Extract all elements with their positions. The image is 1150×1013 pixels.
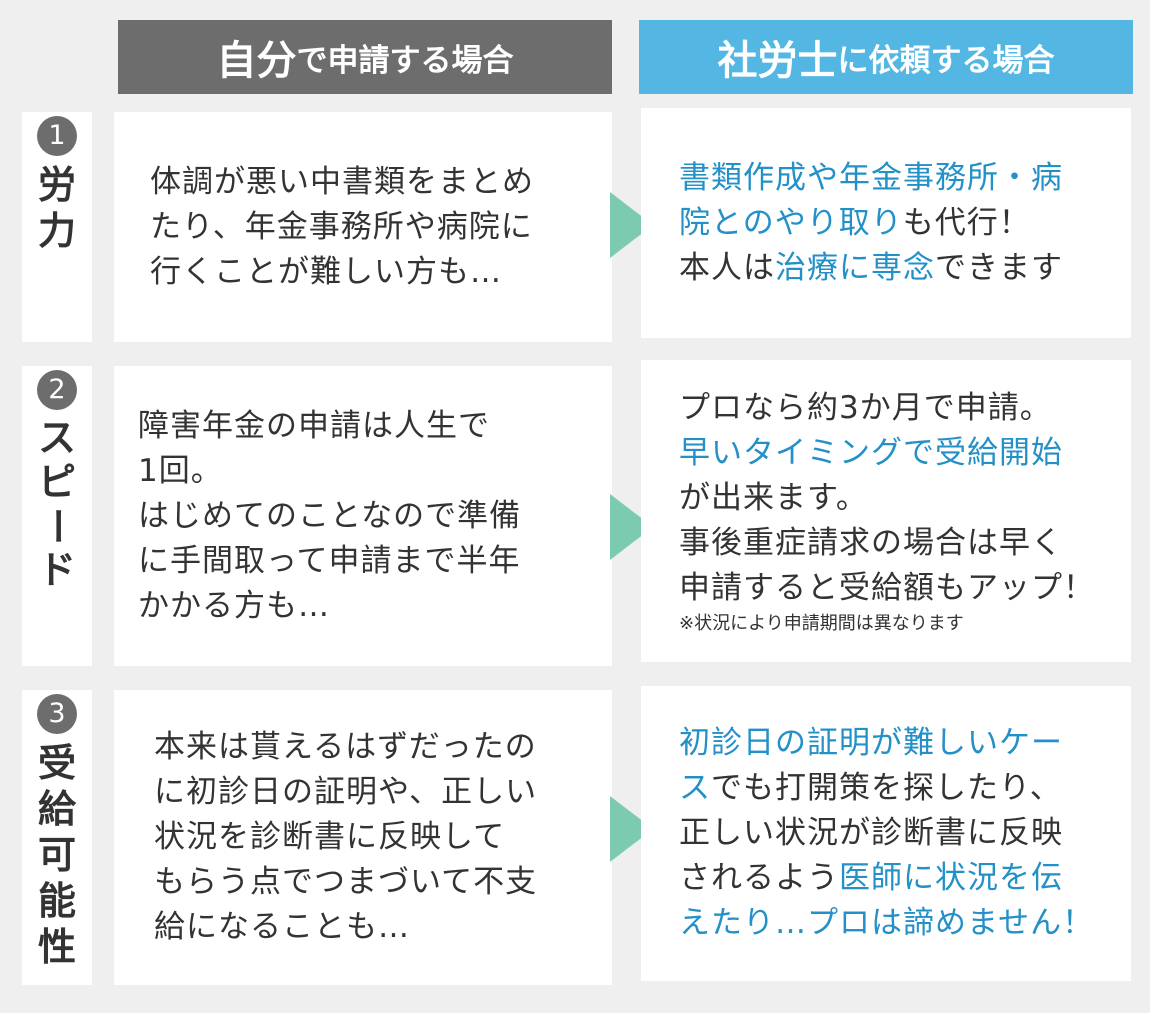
row-1-label-char: 労 <box>37 163 76 207</box>
row-3-sr-line: 初診日の証明が難しいケー <box>679 725 1063 761</box>
row-2-self-box: 障害年金の申請は人生で 1回。 はじめてのことなので準備 に手間取って申請まで半… <box>114 366 612 666</box>
row-3-label-char: 能 <box>37 879 76 923</box>
row-3-label-char: 給 <box>37 787 76 831</box>
row-2-label-char: ス <box>37 416 76 460</box>
row-1-self-line: 体調が悪い中書類をまとめ <box>150 163 534 200</box>
row-3-self-line: 給になることも… <box>154 909 410 945</box>
row-1-self-line: たり、年金事務所や病院に <box>150 208 533 245</box>
row-1-number-badge: 1 <box>37 116 77 156</box>
row-1-self-box: 体調が悪い中書類をまとめ たり、年金事務所や病院に 行くことが難しい方も… <box>114 112 612 342</box>
header-sr-small: に依頼する場合 <box>837 42 1055 79</box>
row-1-sr-line: 書類作成や年金事務所・病 <box>679 159 1063 196</box>
row-1-self-line: 行くことが難しい方も… <box>150 253 502 290</box>
row-2-sr-note: ※状況により申請期間は異なります <box>679 612 964 634</box>
row-2-sr-line: 申請すると受給額もアップ！ <box>679 569 1095 606</box>
row-3-label-char: 受 <box>37 741 76 785</box>
row-1-label-char: 力 <box>37 209 76 253</box>
row-2-label-char: ド <box>37 548 76 592</box>
row-3-sharoushi-box: 初診日の証明が難しいケー スでも打開策を探したり、 正しい状況が診断書に反映 さ… <box>641 686 1131 981</box>
row-1-sr-line: 本人は治療に専念できます <box>679 249 1063 286</box>
row-2-label-char: ピ <box>37 460 76 504</box>
row-2-self-line: 1回。 <box>138 452 223 489</box>
row-2-self-line: はじめてのことなので準備 <box>138 497 522 534</box>
header-sr-big: 社労士 <box>717 38 838 84</box>
row-3-self-line: に初診日の証明や、正しい <box>154 774 538 810</box>
row-3-sr-line: えたり…プロは諦めません！ <box>679 905 1095 941</box>
row-2-label-char: ー <box>34 506 79 546</box>
header-sharoushi-request: 社労士に依頼する場合 <box>639 20 1133 94</box>
row-3-number-badge: 3 <box>37 694 77 734</box>
row-2-sr-line: プロなら約3か月で申請。 <box>679 389 1052 426</box>
row-3-sr-line: スでも打開策を探したり、 <box>679 770 1062 806</box>
row-3-label: 受 給 可 能 性 <box>38 740 76 970</box>
row-1-sr-line: 院とのやり取りも代行！ <box>679 204 1031 241</box>
row-3-self-line: 本来は貰えるはずだったの <box>154 729 537 765</box>
row-2-sr-line: 事後重症請求の場合は早く <box>679 524 1063 561</box>
row-2-number-badge: 2 <box>37 370 77 410</box>
row-2-label-column: 2 ス ピ ー ド <box>22 366 92 666</box>
row-3-sr-line: されるよう医師に状況を伝 <box>679 860 1063 896</box>
header-self-big: 自分 <box>216 38 297 84</box>
row-2-sr-line: 早いタイミングで受給開始 <box>679 434 1063 471</box>
row-1-label: 労 力 <box>38 162 76 254</box>
row-1-sharoushi-box: 書類作成や年金事務所・病 院とのやり取りも代行！ 本人は治療に専念できます <box>641 108 1131 338</box>
row-2-self-line: かかる方も… <box>138 587 330 624</box>
header-self-application: 自分で申請する場合 <box>118 20 612 94</box>
row-3-self-box: 本来は貰えるはずだったの に初診日の証明や、正しい 状況を診断書に反映して もら… <box>114 690 612 985</box>
row-2-label: ス ピ ー ド <box>34 416 79 592</box>
row-3-self-line: もらう点でつまづいて不支 <box>154 864 538 900</box>
row-3-label-char: 性 <box>37 925 76 969</box>
row-1-label-column: 1 労 力 <box>22 112 92 342</box>
row-2-sr-line: が出来ます。 <box>679 479 868 516</box>
row-2-sharoushi-box: プロなら約3か月で申請。 早いタイミングで受給開始 が出来ます。 事後重症請求の… <box>641 360 1131 662</box>
row-3-label-char: 可 <box>37 833 76 877</box>
row-3-label-column: 3 受 給 可 能 性 <box>22 690 92 985</box>
row-2-self-line: 障害年金の申請は人生で <box>138 407 490 444</box>
row-3-self-line: 状況を診断書に反映して <box>154 819 506 855</box>
row-3-sr-line: 正しい状況が診断書に反映 <box>679 815 1063 851</box>
row-2-self-line: に手間取って申請まで半年 <box>138 542 521 579</box>
header-self-small: で申請する場合 <box>296 42 514 79</box>
